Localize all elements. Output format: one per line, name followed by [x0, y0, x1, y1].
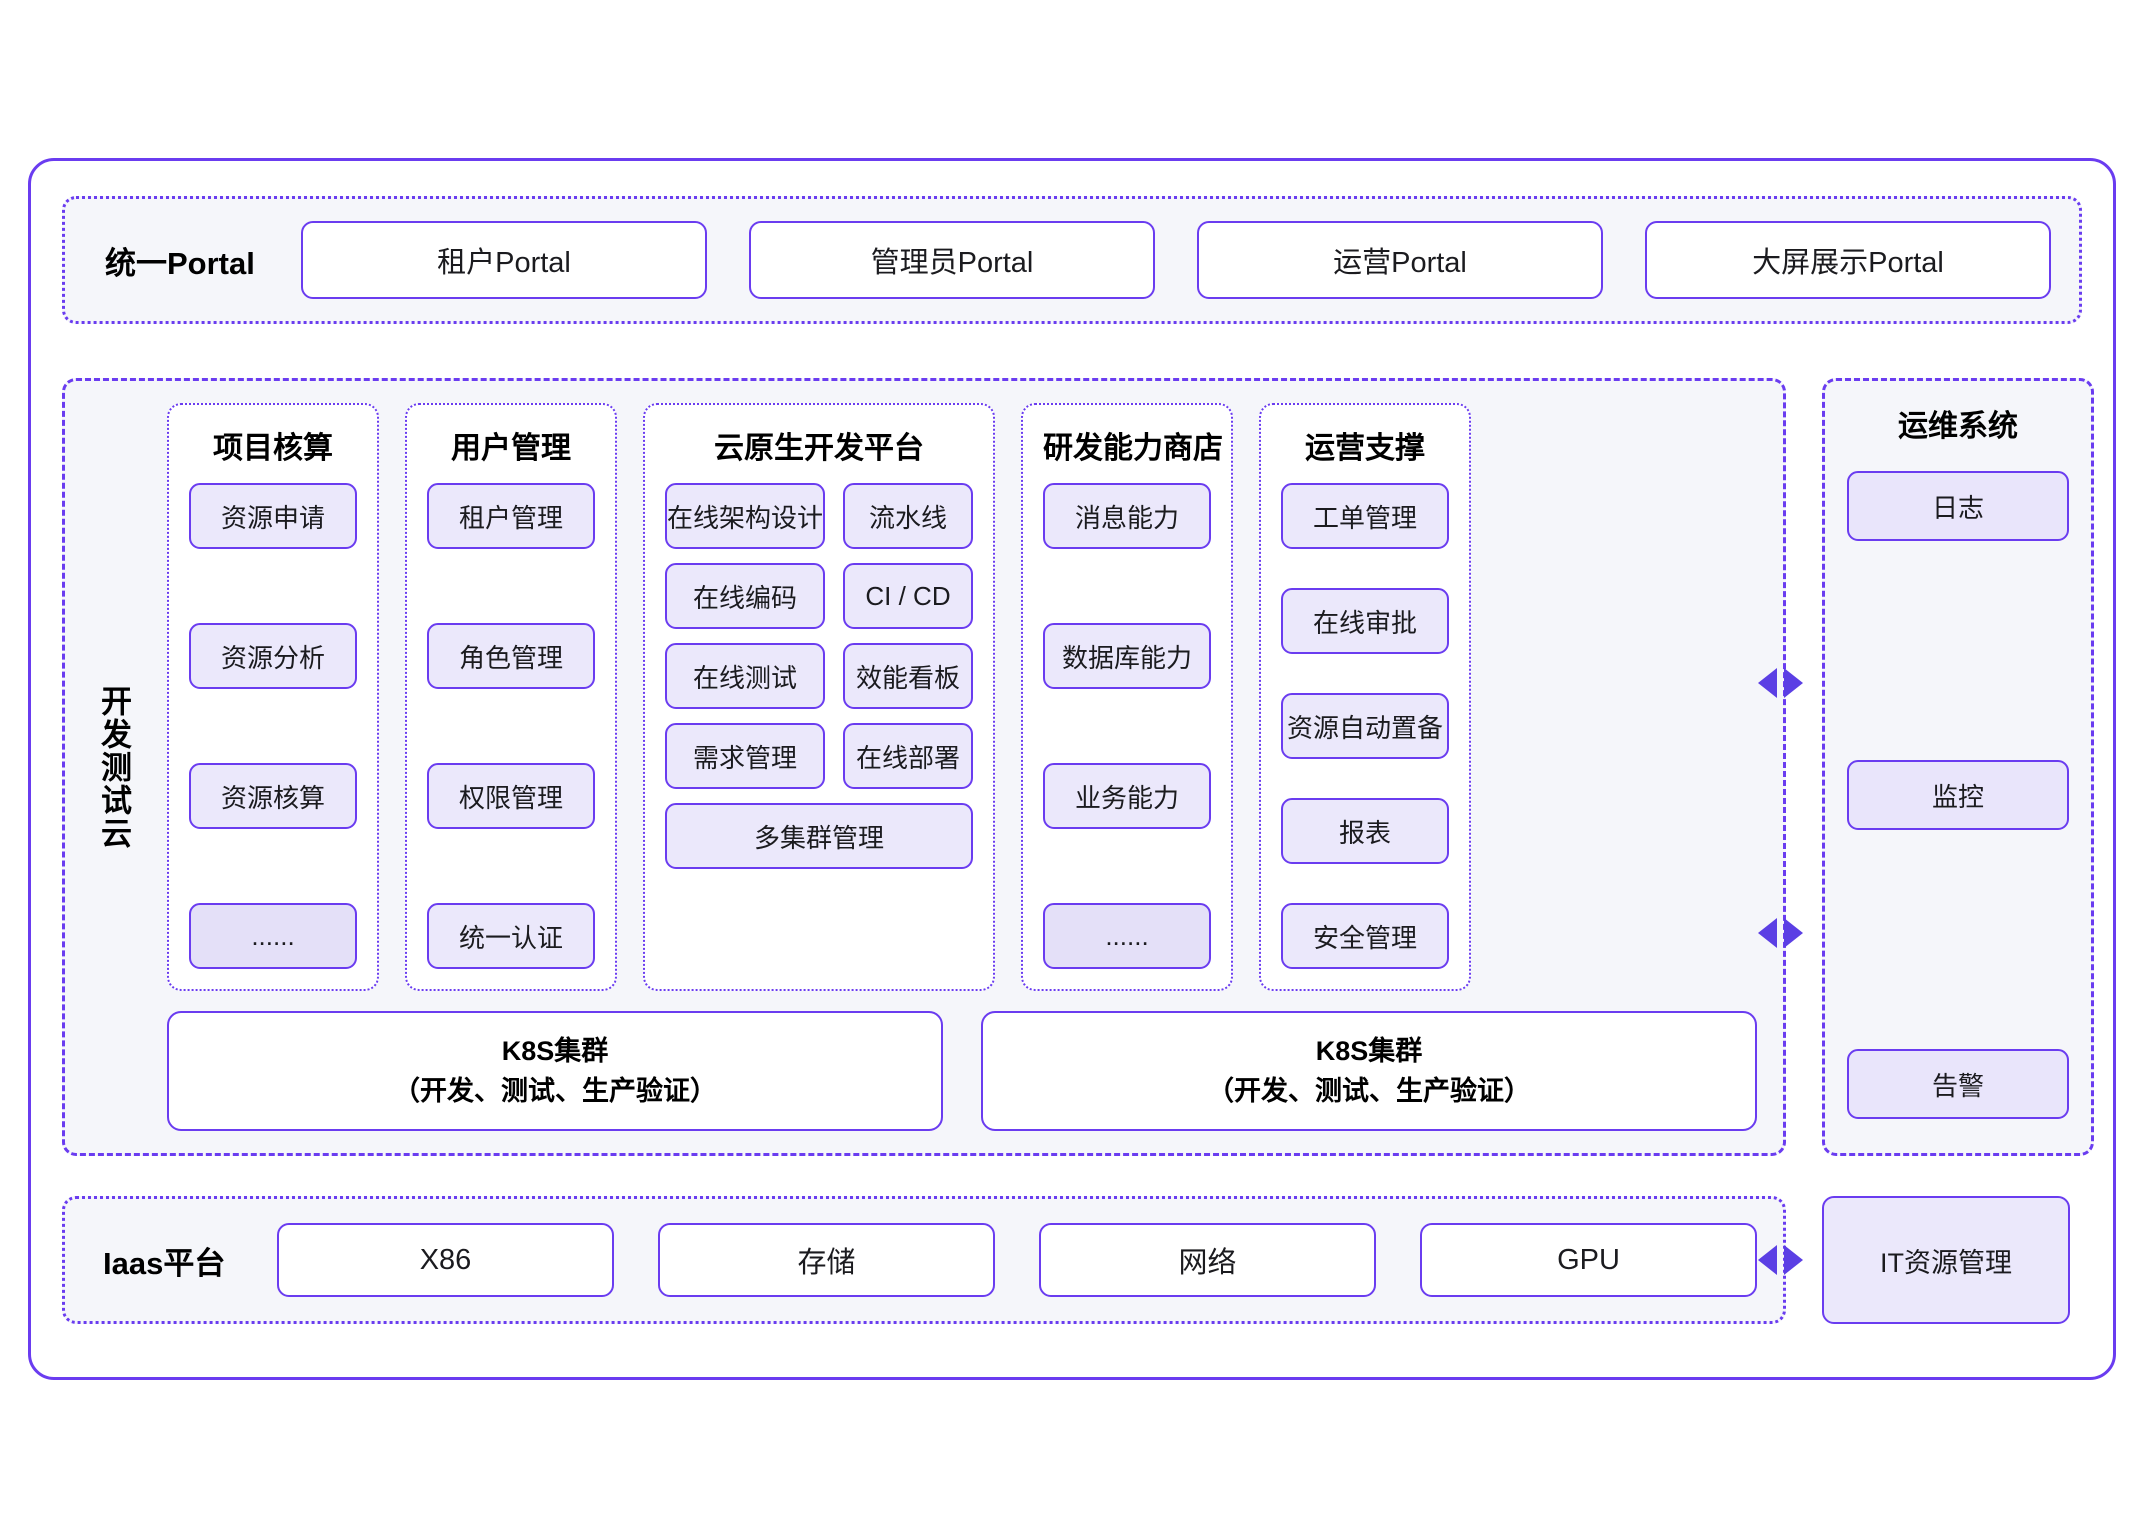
- column-title-cloud-native-platform: 云原生开发平台: [714, 432, 924, 465]
- chip-resource-request[interactable]: 资源申请: [189, 483, 357, 549]
- chip-database-capability[interactable]: 数据库能力: [1043, 623, 1211, 689]
- dev-test-cloud-label: 开发测试云: [65, 381, 161, 1153]
- column-user-management: 用户管理 租户管理 角色管理 权限管理 统一认证: [405, 403, 617, 991]
- k8s-cluster-subtitle-2: （开发、测试、生产验证）: [1207, 1076, 1531, 1106]
- chip-network[interactable]: 网络: [1039, 1223, 1376, 1297]
- k8s-cluster-box-2[interactable]: K8S集群 （开发、测试、生产验证）: [981, 1011, 1757, 1131]
- chip-ticket-management[interactable]: 工单管理: [1281, 483, 1449, 549]
- k8s-cluster-subtitle-1: （开发、测试、生产验证）: [393, 1076, 717, 1106]
- capability-columns: 项目核算 资源申请 资源分析 资源核算 ...... 用户管理 租户管理 角色管…: [167, 403, 1757, 991]
- portal-chip-list: 租户Portal 管理员Portal 运营Portal 大屏展示Portal: [301, 221, 2051, 299]
- chip-permission-management[interactable]: 权限管理: [427, 763, 595, 829]
- chip-requirement-management[interactable]: 需求管理: [665, 723, 826, 789]
- unified-portal-section: 统一Portal 租户Portal 管理员Portal 运营Portal 大屏展…: [62, 196, 2082, 324]
- column-items-capability-store: 消息能力 数据库能力 业务能力 ......: [1043, 483, 1211, 969]
- column-cloud-native-platform: 云原生开发平台 在线架构设计 流水线 在线编码 CI / CD 在线测试 效能看…: [643, 403, 995, 991]
- portal-chip-operation[interactable]: 运营Portal: [1197, 221, 1603, 299]
- it-resource-management-box[interactable]: IT资源管理: [1822, 1196, 2070, 1324]
- k8s-cluster-title-1: K8S集群: [501, 1035, 609, 1066]
- chip-business-capability[interactable]: 业务能力: [1043, 763, 1211, 829]
- column-title-capability-store: 研发能力商店: [1043, 432, 1223, 465]
- chip-efficiency-board[interactable]: 效能看板: [843, 643, 973, 709]
- dev-test-cloud-body: 项目核算 资源申请 资源分析 资源核算 ...... 用户管理 租户管理 角色管…: [161, 381, 1783, 1153]
- portal-chip-bigscreen[interactable]: 大屏展示Portal: [1645, 221, 2051, 299]
- chip-report[interactable]: 报表: [1281, 798, 1449, 864]
- dev-test-cloud-label-text: 开发测试云: [96, 684, 131, 850]
- chip-security-management[interactable]: 安全管理: [1281, 903, 1449, 969]
- chip-auto-provisioning[interactable]: 资源自动置备: [1281, 693, 1449, 759]
- column-title-operation-support: 运营支撑: [1305, 432, 1425, 465]
- k8s-cluster-box-1[interactable]: K8S集群 （开发、测试、生产验证）: [167, 1011, 943, 1131]
- portal-chip-admin[interactable]: 管理员Portal: [749, 221, 1155, 299]
- k8s-cluster-title-2: K8S集群: [1315, 1035, 1423, 1066]
- chip-online-approval[interactable]: 在线审批: [1281, 588, 1449, 654]
- column-items-operation-support: 工单管理 在线审批 资源自动置备 报表 安全管理: [1281, 483, 1449, 969]
- chip-project-accounting-more[interactable]: ......: [189, 903, 357, 969]
- iaas-chip-list: X86 存储 网络 GPU: [277, 1223, 1757, 1297]
- column-title-project-accounting: 项目核算: [213, 432, 333, 465]
- unified-portal-label: 统一Portal: [105, 245, 255, 281]
- chip-monitoring[interactable]: 监控: [1847, 760, 2069, 830]
- chip-resource-accounting[interactable]: 资源核算: [189, 763, 357, 829]
- column-title-user-management: 用户管理: [451, 432, 571, 465]
- chip-gpu[interactable]: GPU: [1420, 1223, 1757, 1297]
- column-items-project-accounting: 资源申请 资源分析 资源核算 ......: [189, 483, 357, 969]
- chip-tenant-management[interactable]: 租户管理: [427, 483, 595, 549]
- chip-online-deployment[interactable]: 在线部署: [843, 723, 973, 789]
- ops-system-section: 运维系统 日志 监控 告警: [1822, 378, 2094, 1156]
- column-operation-support: 运营支撑 工单管理 在线审批 资源自动置备 报表 安全管理: [1259, 403, 1471, 991]
- k8s-cluster-row: K8S集群 （开发、测试、生产验证） K8S集群 （开发、测试、生产验证）: [167, 1011, 1757, 1131]
- arrow-right-icon: [1784, 1245, 1803, 1275]
- chip-online-coding[interactable]: 在线编码: [665, 563, 826, 629]
- bidirectional-arrow-ops-bottom: [1758, 918, 1803, 948]
- column-project-accounting: 项目核算 资源申请 资源分析 资源核算 ......: [167, 403, 379, 991]
- column-capability-store: 研发能力商店 消息能力 数据库能力 业务能力 ......: [1021, 403, 1233, 991]
- arrow-right-icon: [1784, 668, 1803, 698]
- chip-resource-analysis[interactable]: 资源分析: [189, 623, 357, 689]
- chip-ci-cd[interactable]: CI / CD: [843, 563, 973, 629]
- dev-test-cloud-section: 开发测试云 项目核算 资源申请 资源分析 资源核算 ...... 用户管理: [62, 378, 1786, 1156]
- chip-log[interactable]: 日志: [1847, 471, 2069, 541]
- arrow-left-icon: [1758, 918, 1777, 948]
- ops-system-title: 运维系统: [1898, 410, 2018, 443]
- chip-unified-auth[interactable]: 统一认证: [427, 903, 595, 969]
- cloud-native-grid: 在线架构设计 流水线 在线编码 CI / CD 在线测试 效能看板 需求管理 在…: [665, 483, 973, 869]
- arrow-left-icon: [1758, 1245, 1777, 1275]
- chip-storage[interactable]: 存储: [658, 1223, 995, 1297]
- arrow-right-icon: [1784, 918, 1803, 948]
- chip-online-architecture-design[interactable]: 在线架构设计: [665, 483, 826, 549]
- chip-message-capability[interactable]: 消息能力: [1043, 483, 1211, 549]
- arrow-left-icon: [1758, 668, 1777, 698]
- bidirectional-arrow-iaas: [1758, 1245, 1803, 1275]
- iaas-platform-section: Iaas平台 X86 存储 网络 GPU: [62, 1196, 1786, 1324]
- chip-role-management[interactable]: 角色管理: [427, 623, 595, 689]
- ops-system-items: 日志 监控 告警: [1847, 471, 2069, 1127]
- column-items-user-management: 租户管理 角色管理 权限管理 统一认证: [427, 483, 595, 969]
- chip-x86[interactable]: X86: [277, 1223, 614, 1297]
- iaas-platform-label: Iaas平台: [103, 1245, 226, 1281]
- bidirectional-arrow-ops-top: [1758, 668, 1803, 698]
- chip-multi-cluster-management[interactable]: 多集群管理: [665, 803, 973, 869]
- chip-capability-store-more[interactable]: ......: [1043, 903, 1211, 969]
- chip-pipeline[interactable]: 流水线: [843, 483, 973, 549]
- chip-alarm[interactable]: 告警: [1847, 1049, 2069, 1119]
- portal-chip-tenant[interactable]: 租户Portal: [301, 221, 707, 299]
- column-items-cloud-native-platform: 在线架构设计 流水线 在线编码 CI / CD 在线测试 效能看板 需求管理 在…: [665, 483, 973, 969]
- chip-online-testing[interactable]: 在线测试: [665, 643, 826, 709]
